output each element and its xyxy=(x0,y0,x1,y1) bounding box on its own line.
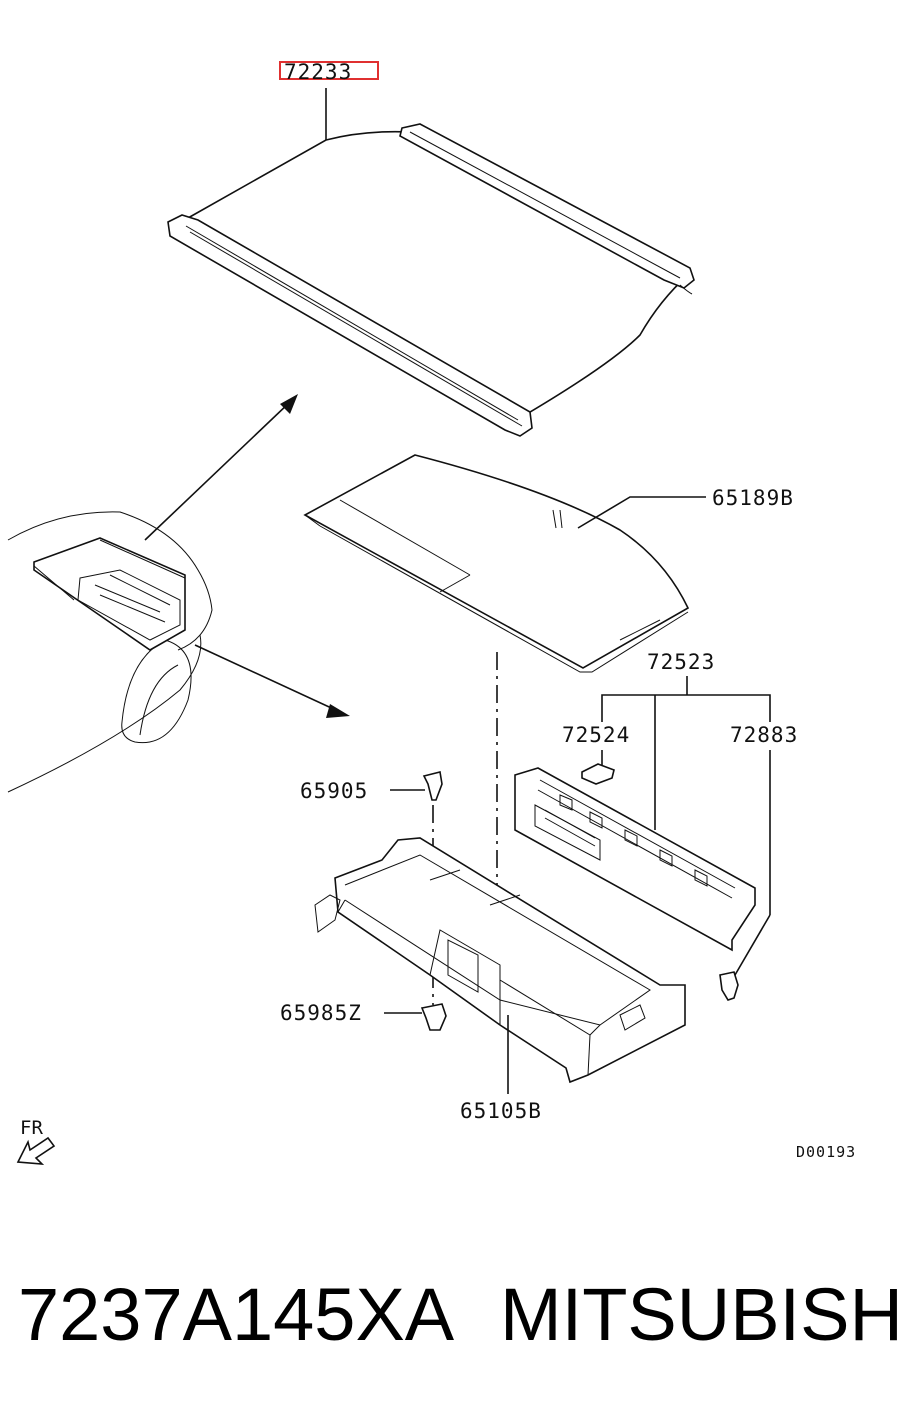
brand-name: MITSUBISHI xyxy=(500,1273,909,1356)
highlight-box xyxy=(279,61,379,80)
callout-72883[interactable]: 72883 xyxy=(730,723,798,747)
trim-garnish xyxy=(514,767,756,952)
diagram-code: D00193 xyxy=(796,1143,856,1161)
callout-72523[interactable]: 72523 xyxy=(647,650,715,674)
callout-72524[interactable]: 72524 xyxy=(562,723,630,747)
callout-65905[interactable]: 65905 xyxy=(300,779,368,803)
floor-box xyxy=(314,837,686,1084)
callout-65189b[interactable]: 65189B xyxy=(712,486,794,510)
clip-72524 xyxy=(581,763,615,785)
luggage-board xyxy=(303,454,690,673)
clip-72883 xyxy=(719,971,739,1001)
callout-72233[interactable]: 72233 xyxy=(284,60,352,84)
vehicle-outline xyxy=(7,511,213,793)
callout-65105b[interactable]: 65105B xyxy=(460,1099,542,1123)
fastener-65985z xyxy=(420,1003,447,1031)
part-number: 7237A145XA xyxy=(18,1273,455,1356)
front-arrow-icon xyxy=(16,1136,56,1165)
fr-label: FR xyxy=(20,1117,43,1139)
tonneau-cover xyxy=(167,123,695,437)
screw-65905 xyxy=(422,771,443,801)
callout-65985z[interactable]: 65985Z xyxy=(280,1001,362,1025)
